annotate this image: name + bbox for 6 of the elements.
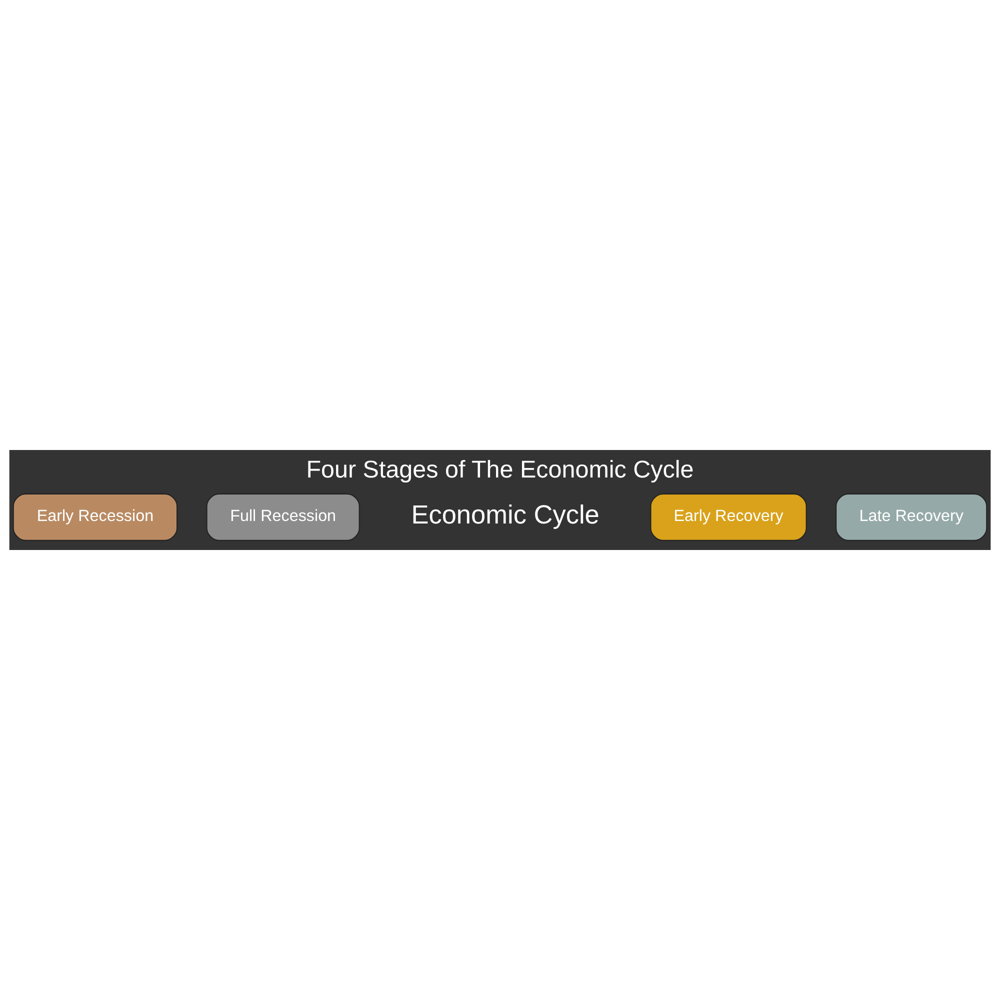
node-box: Early Recovery	[650, 493, 807, 541]
node-box: Early Recession	[12, 493, 178, 541]
node-box: Full Recession	[206, 493, 360, 541]
diagram-title: Four Stages of The Economic Cycle	[306, 456, 694, 484]
node-text: Economic Cycle	[411, 500, 600, 530]
node-box: Late Recovery	[836, 493, 988, 541]
